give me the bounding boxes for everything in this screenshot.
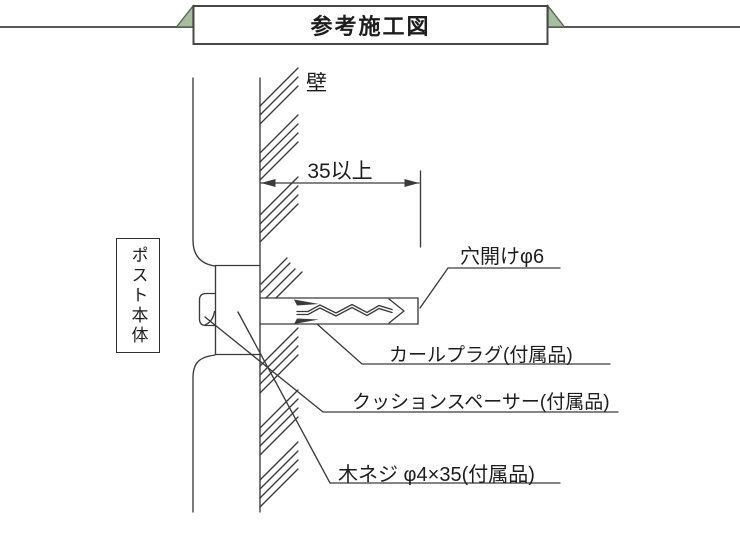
- curl-plug-fin-top: [294, 299, 319, 306]
- leader-curl-plug: [316, 323, 611, 365]
- curl-plug-split-end: [388, 298, 405, 324]
- screw-head-arc: [204, 310, 216, 326]
- post-body-label-box: ポスト本体: [116, 238, 160, 353]
- leader-cushion-spacer: [204, 316, 619, 413]
- wood-screw-thread-2: [296, 306, 393, 317]
- curl-plug-label: カールプラグ(付属品): [389, 345, 573, 366]
- dimension-label: 35以上: [307, 160, 373, 183]
- mounting-bracket: [214, 264, 261, 356]
- wood-screw-thread: [296, 303, 393, 314]
- curl-plug-body: [259, 297, 419, 325]
- banner-right-triangle: [547, 3, 566, 28]
- leader-wood-screw: [237, 311, 561, 484]
- post-body-outline: [192, 77, 216, 513]
- cushion-spacer-label: クッションスペーサー(付属品): [352, 392, 610, 413]
- wood-screw-label: 木ネジ φ4×35(付属品): [338, 464, 535, 486]
- dimension-arrow-right: [404, 179, 419, 187]
- leader-drill-hole: [419, 267, 561, 309]
- wall-hatching: [259, 67, 303, 508]
- banner-left-triangle: [175, 3, 194, 28]
- page-title: 参考施工図: [310, 14, 431, 39]
- post-body-label: ポスト本体: [128, 245, 148, 346]
- curl-plug-fin-bottom: [294, 318, 319, 324]
- drill-hole-label: 穴開けφ6: [460, 246, 545, 268]
- title-banner-box: [192, 5, 549, 45]
- dimension-arrow-left: [261, 179, 276, 187]
- screw-head-spacer: [198, 292, 216, 327]
- wall-label: 壁: [306, 72, 327, 95]
